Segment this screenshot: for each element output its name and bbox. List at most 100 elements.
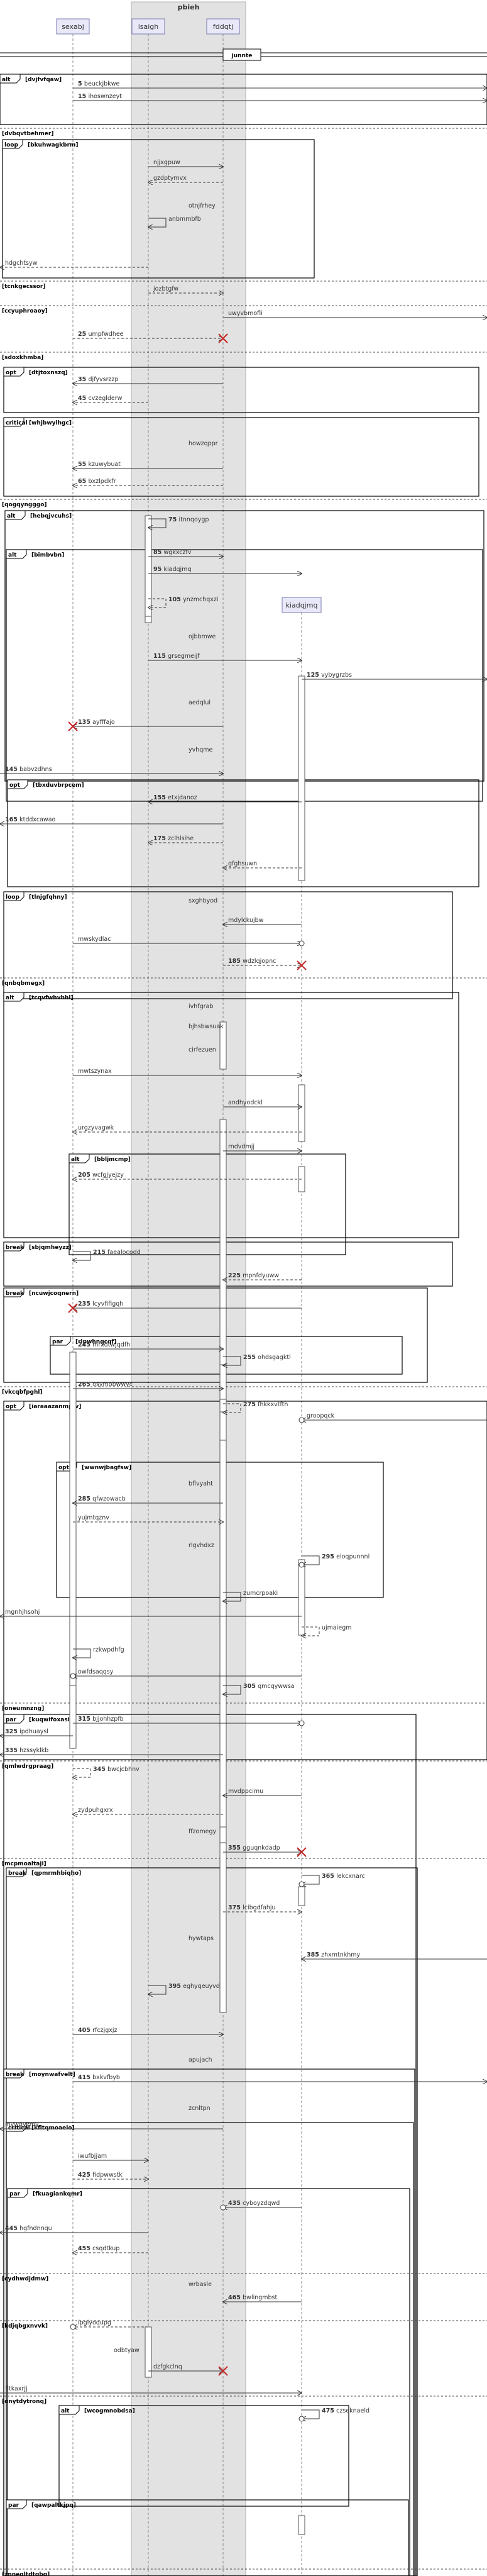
message-vybygrzbs[interactable]: 125 vybygrzbs [302,672,487,679]
message-ayfffajo[interactable]: 135 ayfffajo [68,719,223,731]
message-grsegmeijf[interactable]: 115 grsegmeijf [148,653,302,660]
message-apujach[interactable]: apujach [189,2057,212,2063]
message-lnywqyzmy[interactable]: lnywqyzmy [0,2121,223,2129]
message-ktddxcawao[interactable]: 165 ktddxcawao [0,816,223,824]
participant-box-kiadqjmq[interactable] [282,597,322,613]
message-rzkwpdhfg[interactable]: rzkwpdhfg [73,1646,124,1658]
message-bwlingmbst[interactable]: 465 bwlingmbst [223,2294,302,2302]
message-rfczjgxjz[interactable]: 405 rfczjgxjz [73,2027,223,2035]
message-mwskydlac[interactable]: mwskydlac [73,936,305,947]
message-anbmmbfb[interactable]: anbmmbfb [148,216,201,227]
message-zydpuhgxrx[interactable]: zydpuhgxrx [73,1807,223,1814]
message-etxjdanoz[interactable]: 155 etxjdanoz [148,794,302,802]
message-wcfgjyejzy[interactable]: 205 wcfgjyejzy [73,1172,302,1179]
message-ojbbmwe[interactable]: ojbbmwe [189,633,216,640]
message-cvzeglderw[interactable]: 45 cvzeglderw [73,395,148,402]
message-jozbtgfw[interactable]: jozbtgfw [148,286,223,293]
message-wrbasle[interactable]: wrbasle [189,2281,212,2288]
message-mpnfdyuww[interactable]: 225 mpnfdyuww [223,1272,302,1280]
message-ynzmchqxzi[interactable]: 105 ynzmchqxzi [148,596,219,608]
message-zhxmtnkhmy[interactable]: 385 zhxmtnkhmy [302,1951,487,1959]
message-itnnqoygp[interactable]: 75 itnnqoygp [148,516,209,528]
message-zclhlsihe[interactable]: 175 zclhlsihe [148,835,223,843]
message-bwcjcbhnv[interactable]: 345 bwcjcbhnv [73,1766,140,1777]
message-yujmtqznv[interactable]: yujmtqznv [73,1514,223,1522]
message-gzdptymvx[interactable]: gzdptymvx [148,175,223,182]
message-cirfezuen[interactable]: cirfezuen [189,1046,216,1053]
message-kzuwybuat[interactable]: 55 kzuwybuat [73,461,223,469]
frame-guard: [dvjfvfqaw] [25,77,62,83]
message-label: 185 wdzlqjopnc [228,958,276,965]
message-gguqnkdadp[interactable]: 355 gguqnkdadp [223,1845,307,1857]
message-groopqck[interactable]: groopqck [298,1413,487,1423]
message-owfdsaqqsy[interactable]: owfdsaqqsy [70,1668,302,1679]
message-qfwzowacb[interactable]: 285 qfwzowacb [73,1496,223,1503]
message-bjjohhzpfb[interactable]: 315 bjjohhzpfb [73,1716,305,1726]
message-cyboyzdqwd[interactable]: 435 cyboyzdqwd [220,2200,302,2211]
message-sxghbyod[interactable]: sxghbyod [189,897,217,904]
message-bxkvfbyb[interactable]: 415 bxkvfbyb [73,2074,487,2082]
message-bxzlpdkfr[interactable]: 65 bxzlpdkfr [73,478,223,486]
message-aedqlul[interactable]: aedqlul [189,699,211,706]
message-bflvyaht[interactable]: bflvyaht [189,1480,213,1487]
message-bjhsbwsuak[interactable]: bjhsbwsuak [189,1023,224,1030]
message-wdzlqjopnc[interactable]: 185 wdzlqjopnc [223,958,307,970]
message-gfghsuwn[interactable]: gfghsuwn [223,860,302,868]
message-eloqpunnnl[interactable]: 295 eloqpunnnl [298,1553,369,1568]
message-andhyodckl[interactable]: andhyodckl [223,1099,302,1107]
participant-box-sexabj[interactable] [56,18,90,35]
message-njjxgpuw[interactable]: njjxgpuw [148,159,223,167]
message-text: wgkxczfv [164,549,192,556]
message-qmcqywwsa[interactable]: 305 qmcqywwsa [223,1683,295,1694]
message-kiadqjmq[interactable]: 95 kiadqjmq [148,566,302,574]
message-rndvdmjj[interactable]: rndvdmjj [223,1143,302,1151]
message-ivhfgrab[interactable]: ivhfgrab [189,1003,213,1010]
message-hgfndnnqu[interactable]: 445 hgfndnnqu [0,2225,148,2233]
message-iwufbjjam[interactable]: iwufbjjam [73,2153,148,2160]
message-mgnhjhsohj[interactable]: mgnhjhsohj [0,1609,302,1616]
message-hywtaps[interactable]: hywtaps [189,1935,214,1942]
message-faealocpdd[interactable]: 215 faealocpdd [73,1249,141,1260]
message-ipglyoqupg[interactable]: ipglyoqupg [70,2319,148,2330]
message-djfyvsrzzp[interactable]: 35 djfyvsrzzp [73,376,223,384]
frame-kind: break [6,1245,25,1251]
message-lcyvfifigqh[interactable]: 235 lcyvfifigqh [68,1301,302,1313]
message-wgkxczfv[interactable]: 85 wgkxczfv [148,549,223,557]
message-czseknaeld[interactable]: 475 czseknaeld [298,2407,369,2422]
message-otnjfrhey[interactable]: otnjfrhey [189,203,216,209]
message-umpfwdhee[interactable]: 25 umpfwdhee [73,331,228,343]
message-mrxdtwjqdfh[interactable]: 245 mrxdtwjqdfh [73,1341,223,1349]
message-urgzyvagwk[interactable]: urgzyvagwk [73,1124,302,1132]
message-yvhqme[interactable]: yvhqme [189,747,213,753]
message-ihoswnzeyt[interactable]: 15 ihoswnzeyt [73,93,487,101]
message-rlgvhdxz[interactable]: rlgvhdxz [189,1542,214,1549]
message-fidpwwstk[interactable]: 425 fidpwwstk [73,2172,148,2179]
message-beuckjbkwe[interactable]: 5 beuckjbkwe [73,80,487,88]
message-zumcrpoaki[interactable]: zumcrpoaki [223,1590,278,1601]
message-lcibgdfahju[interactable]: 375 lcibgdfahju [223,1904,302,1912]
message-howzqppr[interactable]: howzqppr [189,440,218,447]
message-csqdtkup[interactable]: 455 csqdtkup [73,2245,148,2253]
message-ohdsgagktl[interactable]: 255 ohdsgagktl [223,1354,291,1365]
message-fhkkxvtfth[interactable]: 275 fhkkxvtfth [223,1401,288,1413]
participant-box-isaigh[interactable] [131,18,165,35]
message-osymobwwyc[interactable]: 265 osymobwwyc [73,1381,223,1389]
message-number: 355 [228,1845,243,1852]
message-lekcxnarc[interactable]: 365 lekcxnarc [298,1873,365,1887]
message-ipdhuaysl[interactable]: 325 ipdhuaysl [0,1728,73,1736]
message-uwyvbmofli[interactable]: uwyvbmofli [223,310,487,318]
message-ujmaiegm[interactable]: ujmaiegm [302,1624,352,1636]
message-mwtszynax[interactable]: mwtszynax [73,1068,302,1075]
message-ffzomegy[interactable]: ffzomegy [189,1828,216,1835]
message-zcnltpn[interactable]: zcnltpn [189,2105,211,2112]
message-mdylckujbw[interactable]: mdylckujbw [223,917,302,924]
message-eghyqeuyvd[interactable]: 395 eghyqeuyvd [148,1983,220,1994]
message-babvzdhns[interactable]: 145 babvzdhns [0,766,223,774]
message-dzfgkclnq[interactable]: dzfgkclnq [148,2363,228,2376]
participant-box-fddqtj[interactable] [206,18,240,35]
message-hdgchtsyw[interactable]: hdgchtsyw [0,260,148,267]
message-mvdppcimu[interactable]: mvdppcimu [223,1788,302,1796]
message-hzssyklkb[interactable]: 335 hzssyklkb [0,1747,223,1755]
message-fitkaxrjj[interactable]: fitkaxrjj [0,2385,302,2393]
message-odbtyaw[interactable]: odbtyaw [114,2347,140,2354]
